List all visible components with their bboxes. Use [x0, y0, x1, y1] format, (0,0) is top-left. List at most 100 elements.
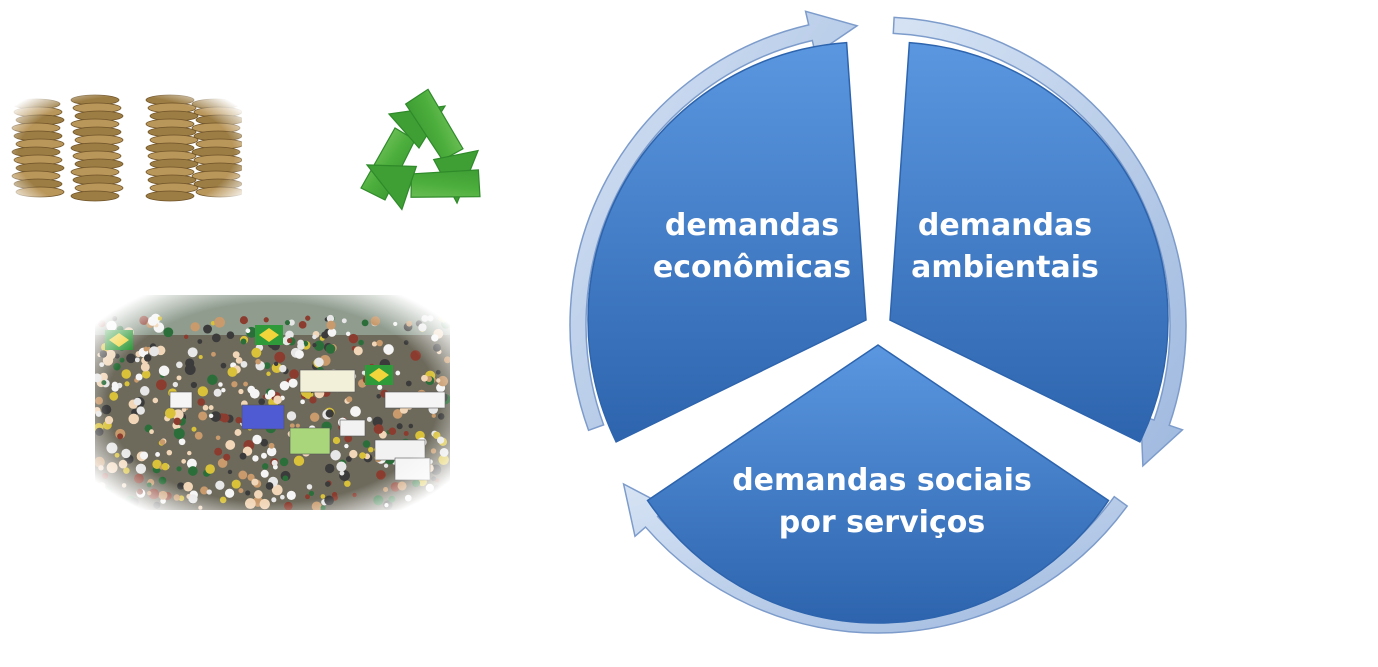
crowd-person — [235, 416, 242, 424]
crowd-person — [98, 465, 104, 471]
crowd-person — [184, 364, 196, 375]
crowd-person — [198, 411, 208, 421]
crowd-person — [294, 349, 304, 359]
crowd-person — [300, 399, 305, 405]
crowd-person — [361, 319, 369, 327]
crowd-person — [240, 338, 247, 345]
crowd-person — [176, 375, 182, 381]
crowd-person — [225, 440, 236, 450]
crowd-person — [135, 463, 147, 474]
crowd-person — [418, 323, 427, 332]
crowd-person — [289, 423, 295, 429]
crowd-person — [105, 349, 116, 360]
crowd-person — [112, 316, 118, 321]
label-line: por serviços — [779, 505, 985, 540]
crowd-person — [159, 439, 166, 445]
crowd-person — [286, 490, 296, 500]
crowd-person — [287, 338, 293, 344]
crowd-person — [280, 494, 285, 500]
crowd-person — [158, 365, 170, 377]
crowd-person — [134, 473, 144, 484]
crowd-person — [427, 315, 434, 322]
coin-stacks-photo — [11, 94, 245, 202]
coin — [145, 190, 195, 202]
crowd-person — [106, 442, 118, 454]
crowd-person — [218, 382, 223, 387]
crowd-person — [384, 502, 389, 508]
crowd-person — [187, 450, 192, 456]
crowd-person — [183, 481, 193, 492]
crowd-person — [251, 478, 259, 486]
crowd-person — [321, 331, 329, 339]
crowd-person — [146, 482, 152, 488]
crowd-person — [273, 361, 279, 366]
crowd-person — [286, 411, 297, 421]
crowd-person — [434, 484, 440, 491]
crowd-person — [117, 433, 124, 440]
crowd-person — [238, 488, 244, 494]
crowd-person — [297, 339, 304, 347]
crowd-person — [160, 498, 166, 504]
crowd-person — [255, 358, 261, 365]
crowd-person — [208, 413, 214, 419]
crowd-person — [128, 413, 140, 425]
crowd-person — [217, 458, 228, 468]
crowd-person — [147, 316, 158, 326]
crowd-person — [254, 490, 263, 499]
crowd-person — [373, 495, 384, 506]
crowd-person — [124, 381, 130, 387]
crowd-person — [202, 404, 209, 411]
crowd-person — [139, 315, 149, 326]
crowd-person — [372, 416, 383, 427]
crowd-person — [295, 423, 300, 428]
crowd-person — [173, 494, 181, 501]
crowd-person — [261, 452, 267, 459]
crowd-person — [271, 459, 278, 466]
crowd-person — [326, 320, 336, 330]
crowd-person — [309, 412, 320, 422]
crowd-person — [244, 498, 256, 509]
label-line: demandas sociais — [732, 463, 1032, 498]
segment-label-sociais: demandas sociais por serviços — [732, 463, 1032, 540]
crowd-person — [311, 501, 322, 512]
crowd-person — [433, 343, 442, 352]
crowd-person — [396, 423, 403, 430]
crowd-person — [314, 357, 324, 367]
crowd-person — [408, 423, 414, 429]
crowd-person — [95, 396, 103, 405]
protest-sign — [374, 439, 426, 461]
crowd-person — [298, 320, 307, 329]
crowd-person — [258, 398, 266, 406]
crowd-person — [327, 328, 337, 337]
crowd-person — [214, 447, 223, 456]
crowd-person — [395, 370, 401, 376]
crowd-person — [183, 334, 189, 340]
crowd-person — [207, 374, 218, 385]
crowd-person — [308, 490, 315, 496]
cycle-arrow — [569, 10, 859, 432]
crowd-person — [231, 381, 238, 388]
crowd-person — [94, 456, 105, 468]
crowd-person — [174, 428, 180, 434]
crowd-person — [362, 440, 371, 448]
crowd-person — [198, 505, 203, 510]
crowd-person — [158, 490, 168, 500]
crowd-person — [139, 451, 149, 460]
crowd-person — [205, 464, 215, 474]
crowd-person — [187, 347, 198, 358]
crowd-person — [349, 449, 358, 459]
crowd-person — [383, 487, 389, 493]
crowd-person — [114, 452, 120, 458]
crowd-person — [439, 447, 449, 457]
crowd-person — [312, 334, 317, 340]
crowd-person — [135, 373, 143, 381]
crowd-person — [121, 483, 127, 488]
crowd-person — [279, 380, 290, 391]
crowd-person — [376, 470, 386, 480]
crowd-person — [176, 466, 182, 472]
crowd-person — [435, 369, 441, 375]
crowd-person — [197, 398, 206, 406]
